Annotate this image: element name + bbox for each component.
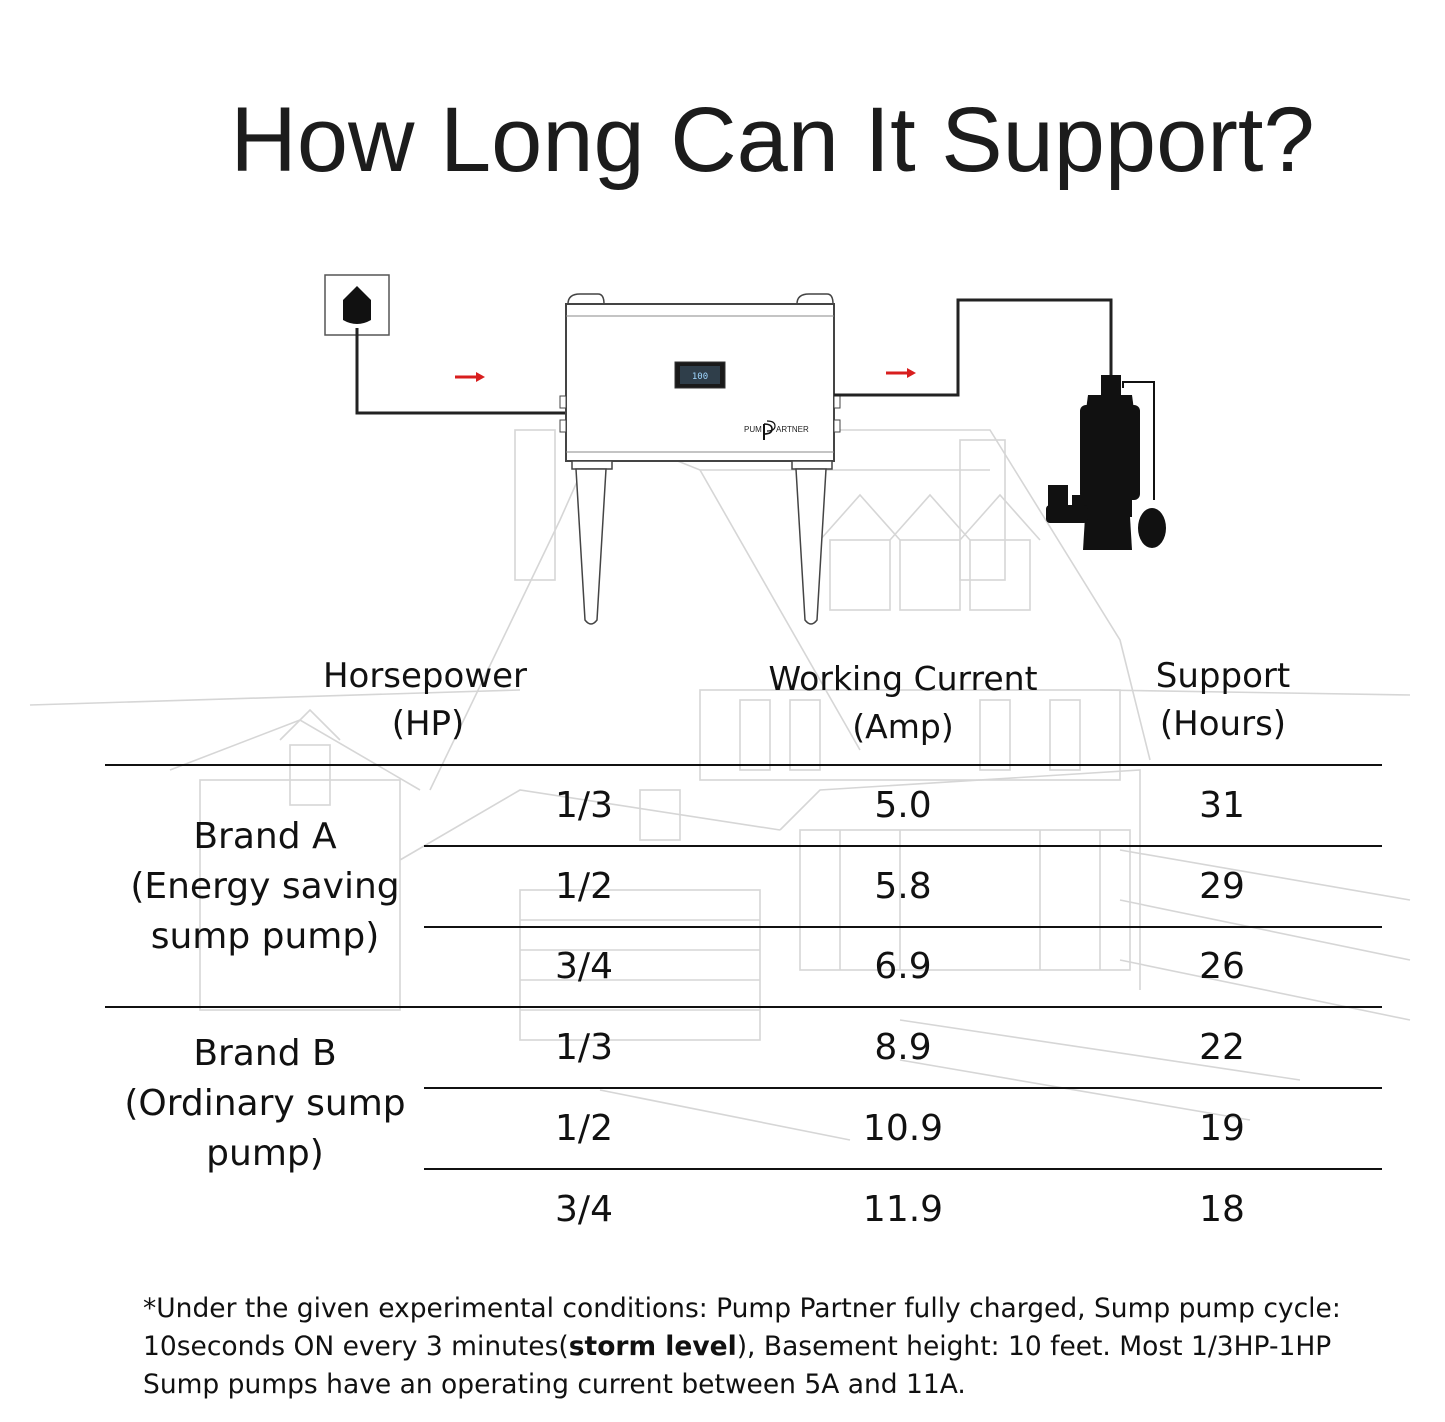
sump-pump-icon (1046, 375, 1166, 550)
table-rule-group (105, 1006, 1382, 1008)
page-title: How Long Can It Support? (230, 89, 1315, 191)
brand-b-label: Brand B (Ordinary sump pump) (124, 1033, 406, 1174)
hp-cell: 1/2 (555, 1108, 613, 1149)
hp-cell: 3/4 (555, 946, 613, 987)
current-cell: 11.9 (862, 1189, 944, 1230)
hp-cell: 3/4 (555, 1189, 613, 1230)
device-brand-left: PUM (744, 425, 762, 434)
pump-partner-logo-icon (763, 420, 776, 440)
table-rule (424, 1087, 1382, 1089)
table-rule (424, 845, 1382, 847)
footnote: *Under the given experimental conditions… (143, 1293, 1341, 1400)
brand-a-label: Brand A (Energy saving sump pump) (130, 816, 400, 957)
wall-outlet-icon (324, 274, 566, 415)
current-cell: 5.0 (874, 785, 932, 826)
hp-cell: 1/3 (555, 785, 613, 826)
hours-cell: 31 (1199, 785, 1245, 826)
table-rule-header (105, 764, 1382, 766)
current-cell: 6.9 (874, 946, 932, 987)
hours-cell: 18 (1199, 1189, 1245, 1230)
hp-cell: 1/2 (555, 866, 613, 907)
hours-cell: 22 (1199, 1027, 1245, 1068)
header-working-current: Working Current (Amp) (768, 659, 1038, 746)
table-rule (424, 1168, 1382, 1170)
current-cell: 5.8 (874, 866, 932, 907)
header-support: Support (Hours) (1155, 656, 1291, 744)
hours-cell: 26 (1199, 946, 1245, 987)
hp-cell: 1/3 (555, 1027, 613, 1068)
pump-partner-device-icon: 100 PUM ARTNER (559, 293, 841, 625)
device-display-readout: 100 (692, 372, 708, 382)
flow-arrow-icon (886, 368, 916, 378)
flow-arrow-icon (455, 372, 485, 382)
header-horsepower: Horsepower (HP) (322, 656, 528, 744)
current-cell: 8.9 (874, 1027, 932, 1068)
table-rule (424, 926, 1382, 928)
hours-cell: 19 (1199, 1108, 1245, 1149)
current-cell: 10.9 (862, 1108, 944, 1149)
hours-cell: 29 (1199, 866, 1245, 907)
device-brand-right: ARTNER (776, 425, 809, 434)
